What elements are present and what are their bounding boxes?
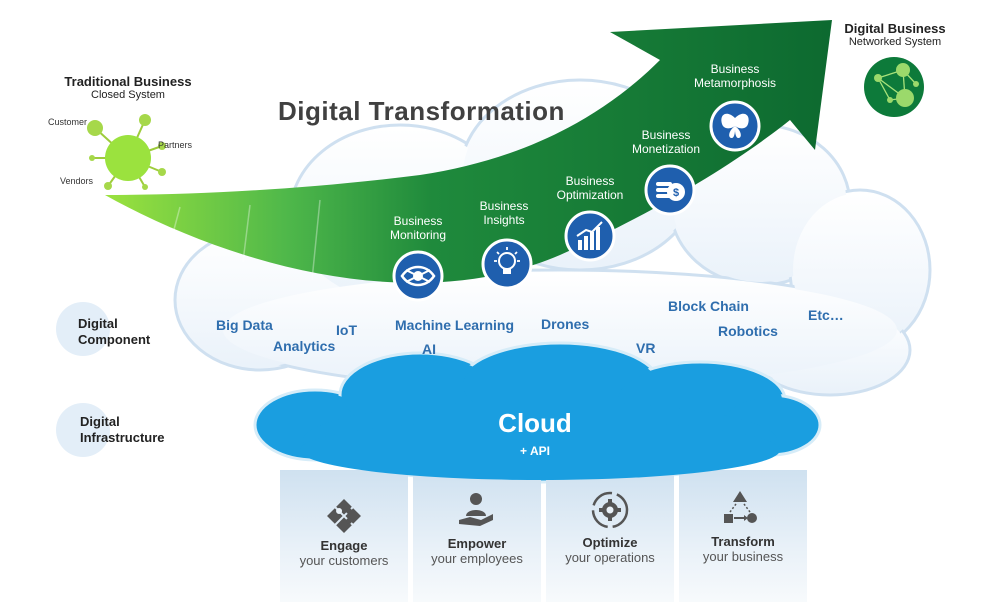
svg-text:$: $ xyxy=(673,187,679,199)
component-vr: VR xyxy=(636,340,656,356)
pillar-transform xyxy=(679,470,807,602)
cloud-title: Cloud xyxy=(498,408,572,438)
component-robotics: Robotics xyxy=(718,323,778,339)
traditional-business-label: Traditional Business Closed System xyxy=(64,74,192,101)
digital-business-label: Digital Business Networked System xyxy=(844,21,946,48)
bar-chart-icon xyxy=(564,210,616,262)
pillar-engage xyxy=(280,470,408,602)
cloud-subtitle: + API xyxy=(520,444,550,458)
infrastructure-circle xyxy=(56,403,110,457)
lightbulb-icon xyxy=(481,238,533,290)
component-block-chain: Block Chain xyxy=(668,298,749,314)
transformation-arrow xyxy=(105,20,832,283)
component-ai: AI xyxy=(422,341,436,357)
component-analytics: Analytics xyxy=(273,338,336,354)
node-label-customer: Customer xyxy=(48,117,88,127)
shapes-flow-icon xyxy=(724,491,757,523)
person-hand-icon xyxy=(459,493,493,526)
component-etc: Etc… xyxy=(808,307,844,323)
component-circle xyxy=(56,302,110,356)
coins-icon: $ xyxy=(644,164,696,216)
diagram-title: Digital Transformation xyxy=(278,96,565,126)
component-iot: IoT xyxy=(336,322,357,338)
puzzle-icon xyxy=(327,499,361,533)
gear-cycle-icon xyxy=(591,491,629,529)
component-drones: Drones xyxy=(541,316,590,332)
node-label-vendors: Vendors xyxy=(60,176,94,186)
component-big-data: Big Data xyxy=(216,317,273,333)
butterfly-icon xyxy=(709,100,761,152)
eye-icon xyxy=(392,250,444,302)
networked-system-graphic xyxy=(864,57,924,117)
node-label-partners: Partners xyxy=(158,140,193,150)
pillar-empower xyxy=(413,470,541,602)
component-machine-learning: Machine Learning xyxy=(395,317,515,333)
